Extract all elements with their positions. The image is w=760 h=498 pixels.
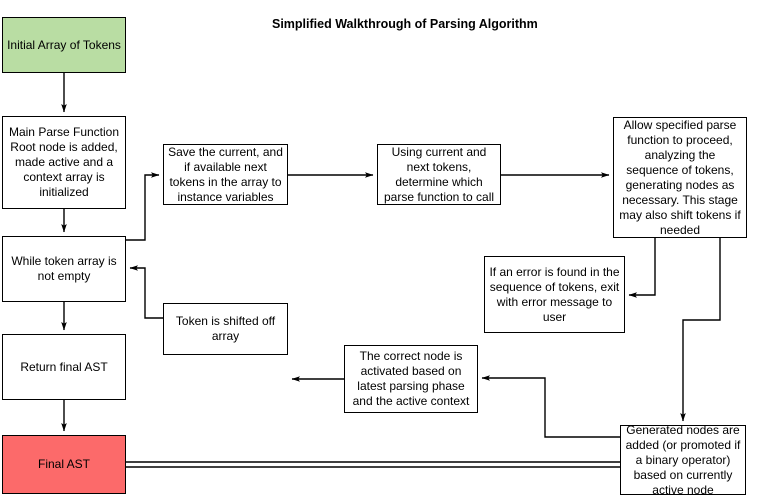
node-label: Return final AST bbox=[20, 359, 108, 374]
node-final-ast[interactable]: Final AST bbox=[2, 435, 126, 494]
diagram-title: Simplified Walkthrough of Parsing Algori… bbox=[272, 17, 538, 31]
node-label: Allow specified parse function to procee… bbox=[619, 117, 741, 237]
node-determine-parse-function[interactable]: Using current and next tokens, determine… bbox=[377, 144, 501, 205]
node-label: If an error is found in the sequence of … bbox=[489, 264, 620, 324]
node-correct-node-activated[interactable]: The correct node is activated based on l… bbox=[344, 345, 478, 413]
node-return-final-ast[interactable]: Return final AST bbox=[2, 334, 126, 400]
node-initial-array-of-tokens[interactable]: Initial Array of Tokens bbox=[2, 17, 126, 73]
node-allow-parse-function[interactable]: Allow specified parse function to procee… bbox=[613, 117, 747, 238]
edge-token-shifted-to-while bbox=[129, 265, 163, 319]
node-main-parse-function[interactable]: Main Parse Function Root node is added, … bbox=[2, 116, 126, 209]
node-error-found[interactable]: If an error is found in the sequence of … bbox=[484, 256, 625, 333]
node-label: Main Parse Function Root node is added, … bbox=[8, 125, 120, 199]
node-save-current-tokens[interactable]: Save the current, and if available next … bbox=[163, 144, 288, 205]
node-label: While token array is not empty bbox=[11, 254, 117, 283]
node-label: Save the current, and if available next … bbox=[168, 144, 283, 204]
node-token-shifted-off[interactable]: Token is shifted off array bbox=[163, 303, 288, 355]
node-label: Generated nodes are added (or promoted i… bbox=[625, 422, 741, 497]
node-label: The correct node is activated based on l… bbox=[352, 349, 470, 408]
node-label: Final AST bbox=[37, 457, 91, 471]
edge-generated-to-correct bbox=[481, 375, 620, 438]
edge-allow-to-error bbox=[628, 238, 656, 298]
node-generated-nodes[interactable]: Generated nodes are added (or promoted i… bbox=[620, 422, 746, 497]
edge-while-to-save bbox=[126, 172, 160, 241]
node-label: Token is shifted off array bbox=[175, 314, 276, 343]
node-label: Initial Array of Tokens bbox=[7, 37, 121, 52]
edge-allow-to-generated bbox=[680, 238, 721, 422]
node-while-token-array[interactable]: While token array is not empty bbox=[2, 236, 126, 302]
node-label: Using current and next tokens, determine… bbox=[383, 144, 495, 204]
